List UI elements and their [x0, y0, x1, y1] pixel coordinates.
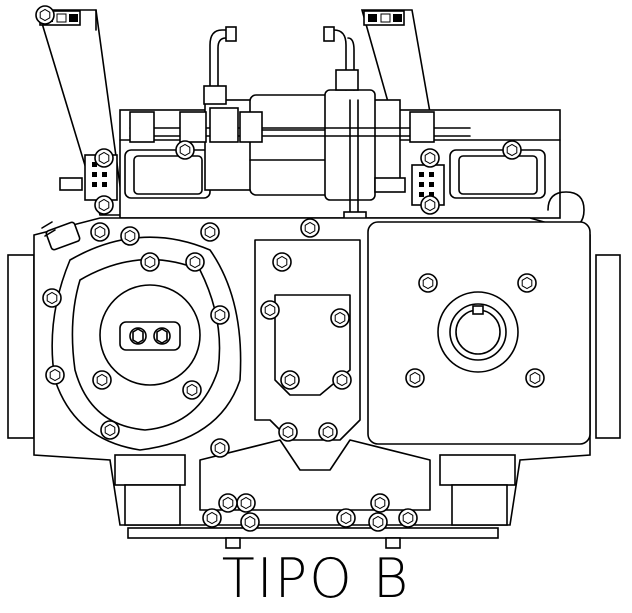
bolt-hex [96, 373, 108, 387]
bolt-head [120, 226, 140, 246]
bolt-hex [104, 423, 116, 437]
bolt-hex [244, 515, 256, 529]
bolt-head [100, 420, 120, 440]
bolt-head [272, 252, 292, 272]
bolt-head [240, 512, 260, 532]
bolt-hex [424, 198, 436, 212]
bolt-hex [264, 303, 276, 317]
bolt-head [218, 493, 238, 513]
bolt-hex [94, 225, 106, 239]
bolt-hex [424, 151, 436, 165]
bolt-hex [402, 511, 414, 525]
bolt-head [92, 370, 112, 390]
bolt-head [140, 252, 160, 272]
right-drive-flange [367, 221, 591, 445]
bolt-hex [222, 496, 234, 510]
bolt-hex [506, 143, 518, 157]
bolt-head [210, 305, 230, 325]
bolt-head [370, 493, 390, 513]
bolt-hex [98, 198, 110, 212]
bolt-head [200, 222, 220, 242]
bolt-head [332, 370, 352, 390]
bolt-head [418, 273, 438, 293]
bolt-hex [276, 255, 288, 269]
bolt-hex [322, 425, 334, 439]
bolt-head [318, 422, 338, 442]
bolt-hex [282, 425, 294, 439]
bolt-head [185, 252, 205, 272]
bolt-hex [334, 311, 346, 325]
bolt-head [405, 368, 425, 388]
bolt-head [398, 508, 418, 528]
bolt-hex [214, 308, 226, 322]
bolt-head [35, 5, 55, 25]
bolt-head [202, 508, 222, 528]
bolt-head [175, 140, 195, 160]
bolt-hex [284, 373, 296, 387]
bolt-head [502, 140, 522, 160]
bolt-heads [35, 5, 545, 532]
bolt-hex [189, 255, 201, 269]
bolt-hex [340, 511, 352, 525]
bolt-hex [49, 368, 61, 382]
bolt-head [42, 288, 62, 308]
bolt-head [94, 195, 114, 215]
bolt-head [236, 493, 256, 513]
bolt-hex [46, 291, 58, 305]
bolt-head [260, 300, 280, 320]
drawing-caption: TIPO B [221, 547, 411, 610]
bolt-head [300, 218, 320, 238]
bolt-hex [124, 229, 136, 243]
bolt-head [525, 368, 545, 388]
bolt-hex [179, 143, 191, 157]
bolt-head [280, 370, 300, 390]
left-shaft-boss [99, 284, 201, 386]
bolt-head [94, 148, 114, 168]
bolt-hex [214, 441, 226, 455]
bolt-hex [521, 276, 533, 290]
bolt-hex [39, 8, 51, 22]
bolt-head [210, 438, 230, 458]
bolt-head [278, 422, 298, 442]
bolt-head [420, 195, 440, 215]
bolt-hex [144, 255, 156, 269]
bolt-hex [206, 511, 218, 525]
bolt-hex [529, 371, 541, 385]
bolt-head [182, 380, 202, 400]
bolt-hex [372, 515, 384, 529]
bolt-hex [204, 225, 216, 239]
bolt-head [90, 222, 110, 242]
bolt-head [368, 512, 388, 532]
upper-valve-assembly [119, 26, 561, 237]
lower-right-block [439, 454, 516, 526]
lower-left-block [114, 454, 186, 526]
bolt-head [45, 365, 65, 385]
bolt-head [330, 308, 350, 328]
bolt-hex [98, 151, 110, 165]
bolt-hex [304, 221, 316, 235]
bolt-head [336, 508, 356, 528]
bolt-head [517, 273, 537, 293]
bolt-hex [409, 371, 421, 385]
bolt-hex [336, 373, 348, 387]
bolt-hex [374, 496, 386, 510]
bolt-hex [240, 496, 252, 510]
bolt-head [420, 148, 440, 168]
bolt-hex [186, 383, 198, 397]
left-hose-fitting [41, 221, 81, 251]
bolt-hex [422, 276, 434, 290]
